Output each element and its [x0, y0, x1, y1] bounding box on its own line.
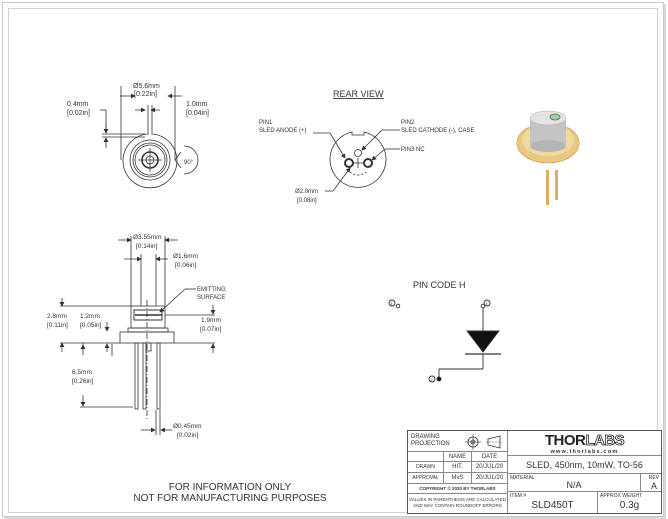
rear-dia-mm: Ø2.0mm: [295, 189, 318, 195]
window-dia-mm: Ø1.6mm: [173, 253, 198, 260]
surface-in: [0.07in]: [200, 326, 222, 333]
pin-len-mm: 6.5mm: [72, 369, 92, 376]
rev-value: A: [650, 481, 657, 491]
pin-code-schematic: [388, 299, 501, 383]
top-angle: 90°: [184, 160, 194, 166]
product-image: [516, 110, 580, 205]
projection-label-2: PROJECTION: [411, 441, 450, 447]
rear-view: [313, 129, 400, 192]
top-right-mm: 1.0mm: [186, 101, 208, 108]
pin1-desc: SLED ANODE (+): [259, 128, 307, 134]
material-cell: MATERIAL N/A: [508, 474, 641, 492]
drawn-name: HIT.: [444, 462, 472, 473]
item-cell: ITEM # SLD450T: [508, 492, 598, 513]
drawing-projection-cell: DRAWING PROJECTION: [408, 431, 508, 452]
pin2-label: PIN2: [401, 120, 415, 126]
col-date-header: DATE: [472, 452, 508, 462]
window-dia-in: [0.06in]: [175, 262, 197, 269]
logo-thor: THOR: [544, 432, 586, 449]
drawn-label: DRAWN: [408, 462, 444, 473]
weight-value: 0.3g: [619, 500, 640, 511]
rounding-note: VALUES IN PARENTHESIS ARE CALCULATED AND…: [408, 494, 508, 513]
pin-code-title: PIN CODE H: [413, 280, 466, 290]
rev-label: REV: [648, 475, 659, 481]
height-in: [0.11in]: [47, 322, 68, 329]
height-mm: 2.8mm: [47, 313, 67, 320]
title-block: DRAWING PROJECTION NAME DATE DRAWN HIT. …: [407, 430, 662, 514]
pin1-label: PIN1: [259, 120, 273, 126]
product-description: SLED, 450nm, 10mW, TO-56: [508, 456, 661, 474]
item-label: ITEM #: [510, 493, 527, 499]
projection-label-1: DRAWING: [411, 434, 440, 440]
rear-dia-in: [0.08in]: [297, 198, 317, 204]
brand-cell: THORLABS www.thorlabs.com: [508, 431, 661, 456]
cap-dia-mm: Ø3.55mm: [133, 234, 162, 241]
disclaimer-line-1: FOR INFORMATION ONLY: [168, 482, 292, 493]
emitting-label-2: SURFACE: [197, 295, 225, 301]
top-left-in: [0.02in]: [67, 110, 90, 117]
pin-code-3: 3: [390, 301, 393, 306]
pin-dia-in: [0.02in]: [177, 432, 199, 439]
drawn-date: 20/JUL/20: [472, 462, 508, 473]
pin2-desc: SLED CATHODE (-), CASE: [401, 128, 475, 134]
approval-date: 20/JUL/20: [472, 473, 508, 484]
flange-in: [0.05in]: [80, 322, 102, 329]
approval-label: APPROVAL: [408, 473, 444, 484]
cap-dia-in: [0.14in]: [136, 243, 158, 250]
weight-cell: APPROX WEIGHT 0.3g: [598, 492, 661, 513]
top-right-in: [0.04in]: [186, 110, 209, 117]
logo-labs: LABS: [585, 432, 625, 449]
pin3-label: PIN3 NC: [401, 147, 425, 153]
surface-mm: 1.9mm: [201, 317, 221, 324]
rear-view-title: REAR VIEW: [333, 89, 384, 99]
material-label: MATERIAL: [510, 475, 535, 481]
disclaimer-note: FOR INFORMATION ONLY NOT FOR MANUFACTURI…: [120, 482, 340, 504]
top-dia-mm: Ø5.6mm: [133, 83, 160, 90]
pin-code-2: 2: [431, 377, 434, 382]
side-view: [59, 236, 216, 435]
disclaimer-line-2: NOT FOR MANUFACTURING PURPOSES: [133, 493, 327, 504]
top-view: [100, 86, 199, 189]
approval-name: MvS: [444, 473, 472, 484]
projection-symbol-icon: [465, 434, 502, 450]
flange-mm: 1.2mm: [80, 313, 100, 320]
thorlabs-logo: THORLABS: [508, 432, 661, 449]
col-name-header: NAME: [444, 452, 472, 462]
copyright-text: COPYRIGHT © 2020 BY THORLABS: [408, 484, 508, 494]
blank-header-cell: [408, 452, 444, 462]
pin-dia-mm: Ø0.45mm: [173, 423, 202, 430]
rounding-note-2: AND MAY CONTAIN ROUNDOFF ERRORS: [413, 503, 502, 508]
top-dia-in: [0.22in]: [134, 91, 157, 98]
website-text: www.thorlabs.com: [550, 449, 619, 455]
pin-code-1: 1: [486, 301, 489, 306]
item-value: SLD450T: [531, 500, 574, 511]
rev-cell: REV A: [641, 474, 661, 492]
material-value: N/A: [566, 480, 582, 490]
rounding-note-1: VALUES IN PARENTHESIS ARE CALCULATED: [409, 497, 506, 502]
emitting-label-1: EMITTING: [197, 287, 226, 293]
drawing-inner-border: [8, 8, 658, 513]
top-left-mm: 0.4mm: [67, 101, 89, 108]
weight-label: APPROX WEIGHT: [600, 493, 643, 499]
pin-len-in: [0.26in]: [72, 378, 94, 385]
